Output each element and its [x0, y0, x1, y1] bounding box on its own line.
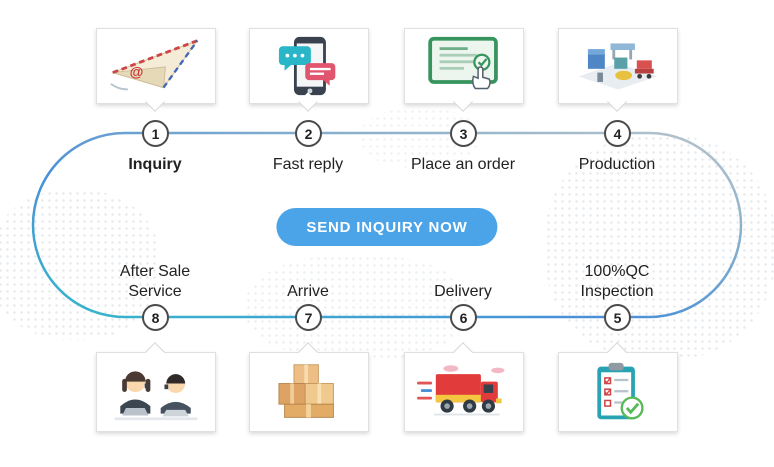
send-inquiry-button[interactable]: SEND INQUIRY NOW: [276, 208, 498, 246]
map-texture: [245, 255, 470, 360]
step-label-place-order: Place an order: [410, 156, 516, 173]
svg-text:@: @: [130, 63, 144, 79]
step-label-qc-inspection: 100%QC Inspection: [580, 263, 654, 300]
step-number-badge: 8: [142, 304, 169, 331]
qc-checklist-icon: [597, 362, 644, 420]
step-number-badge: 2: [295, 120, 322, 147]
step-label-production: Production: [578, 156, 656, 173]
order-screen-icon: [428, 36, 498, 90]
phone-chat-icon: [278, 36, 336, 96]
step-icon-box-after-sale-service: [96, 352, 216, 432]
step-icon-box-qc-inspection: [558, 352, 678, 432]
step-label-inquiry: Inquiry: [128, 156, 182, 173]
factory-line-icon: [578, 43, 658, 90]
map-texture: [0, 190, 160, 340]
step-number-badge: 1: [142, 120, 169, 147]
map-texture: [545, 135, 774, 360]
support-team-icon: [114, 371, 198, 421]
step-label-fast-reply: Fast reply: [272, 156, 344, 173]
step-icon-box-arrive: [249, 352, 369, 432]
step-icon-box-production: [558, 28, 678, 104]
step-number-badge: 3: [450, 120, 477, 147]
paper-plane-icon: @: [110, 39, 199, 91]
step-icon-box-fast-reply: [249, 28, 369, 104]
step-number-badge: 7: [295, 304, 322, 331]
step-number-badge: 5: [604, 304, 631, 331]
step-icon-box-delivery: [404, 352, 524, 432]
package-boxes-icon: [278, 364, 334, 418]
step-number-badge: 6: [450, 304, 477, 331]
step-label-arrive: Arrive: [287, 283, 329, 300]
step-label-delivery: Delivery: [434, 283, 492, 300]
step-label-after-sale-service: After Sale Service: [119, 263, 191, 300]
step-number-badge: 4: [604, 120, 631, 147]
step-icon-box-inquiry: @: [96, 28, 216, 104]
delivery-truck-icon: [417, 365, 505, 416]
step-icon-box-place-order: [404, 28, 524, 104]
